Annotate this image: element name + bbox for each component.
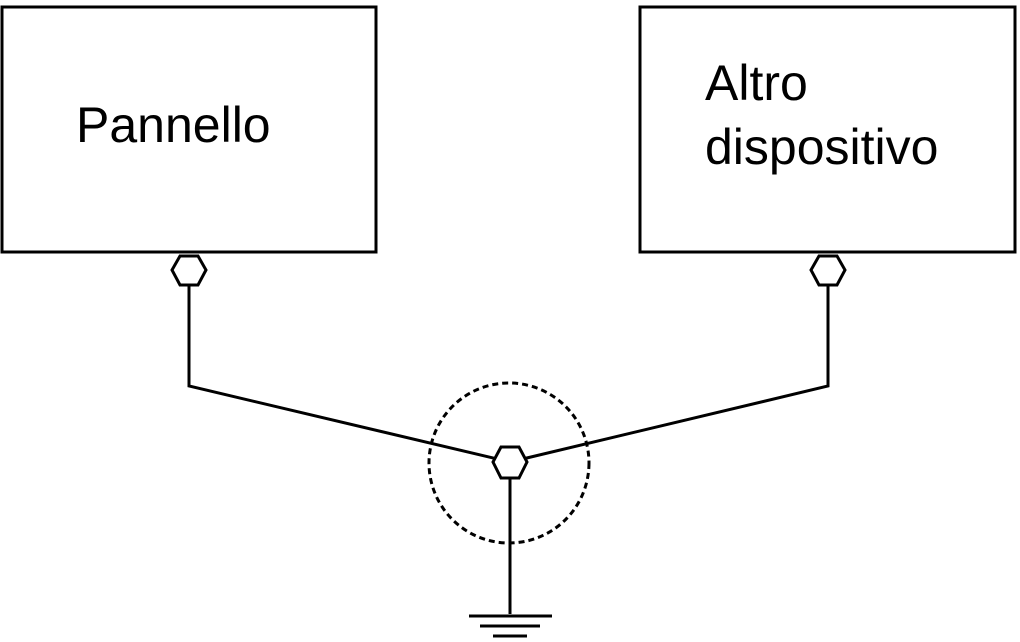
device-label-line1: Altro	[705, 55, 808, 111]
device-box-group: Altro dispositivo	[638, 5, 1017, 254]
panel-box-group: Pannello	[0, 5, 378, 254]
device-terminal-icon	[809, 254, 847, 287]
device-label-line2: dispositivo	[705, 119, 938, 175]
panel-terminal-icon	[170, 254, 208, 287]
panel-box	[0, 5, 378, 254]
panel-label: Pannello	[76, 97, 271, 153]
device-ground-wire	[509, 285, 830, 464]
earth-ground-icon	[469, 614, 552, 638]
common-ground-terminal-icon	[491, 445, 529, 480]
device-box	[638, 5, 1017, 254]
common-ground-zone-circle	[427, 381, 591, 545]
panel-ground-wire	[187, 285, 511, 464]
